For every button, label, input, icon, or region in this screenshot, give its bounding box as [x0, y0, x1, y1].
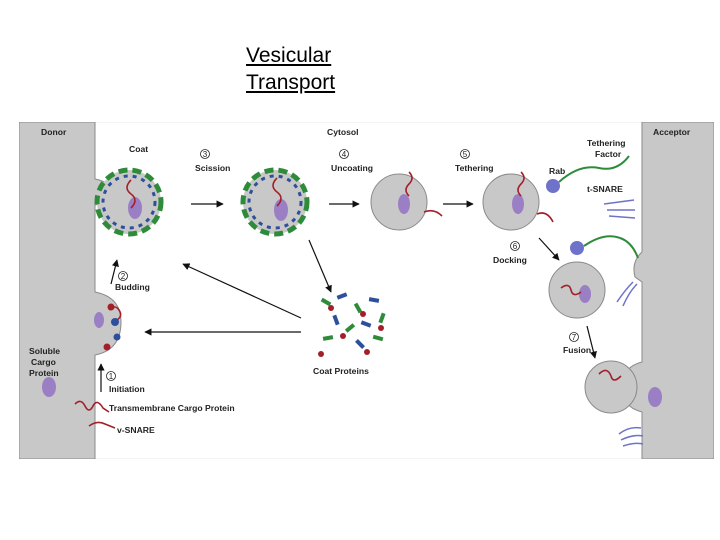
- step-2-label: Budding: [115, 282, 150, 292]
- transmembrane-cargo-label: Transmembrane Cargo Protein: [109, 403, 235, 413]
- coat-proteins-cluster: [318, 292, 386, 357]
- uncoated-vesicle: [370, 171, 443, 231]
- acceptor-label: Acceptor: [653, 127, 691, 137]
- coat-label: Coat: [129, 144, 148, 154]
- tethering-factor-label-line-2: Factor: [595, 149, 622, 159]
- arrow-coat-recycle-upper: [182, 263, 302, 319]
- tethering-factor-label-line-1: Tethering: [587, 138, 626, 148]
- step-7-label: Fusion: [563, 345, 591, 355]
- step-1-label: Initiation: [109, 384, 145, 394]
- step-6-label: Docking: [493, 255, 527, 265]
- docking-vesicle: [548, 235, 639, 319]
- soluble-cargo-protein-shape: [42, 377, 56, 397]
- cytosol-label: Cytosol: [327, 127, 359, 137]
- transmembrane-cargo-squiggle: [74, 400, 110, 413]
- step-6-number: 6: [513, 242, 518, 251]
- step-1-number: 1: [109, 372, 114, 381]
- soluble-cargo-label-line-1: Soluble: [29, 346, 60, 356]
- slide-title: Vesicular Transport: [246, 42, 335, 96]
- soluble-cargo-label-line-2: Cargo: [31, 357, 56, 367]
- step-3-number: 3: [203, 150, 208, 159]
- vesicular-transport-diagram: 1 2 3 4 5 6 7 Initiation Budding Scissio…: [19, 122, 714, 459]
- v-snare-squiggle: [88, 421, 116, 429]
- step-4-label: Uncoating: [331, 163, 373, 173]
- step-7-number: 7: [572, 333, 577, 342]
- coated-vesicle-scission: [94, 167, 164, 237]
- step-5-number: 5: [463, 150, 468, 159]
- step-2-number: 2: [121, 272, 126, 281]
- step-number-markers: [106, 149, 579, 381]
- title-line-2: Transport: [246, 71, 336, 94]
- arrow-docking: [538, 237, 560, 261]
- budding-vesicle: [94, 303, 122, 351]
- arrow-budding: [110, 259, 119, 285]
- soluble-cargo-label-line-3: Protein: [29, 368, 59, 378]
- v-snare-label: v-SNARE: [117, 425, 155, 435]
- arrow-coat-release: [308, 239, 332, 293]
- step-3-label: Scission: [195, 163, 230, 173]
- coat-proteins-label: Coat Proteins: [313, 366, 369, 376]
- coated-vesicle-uncoating: [240, 167, 310, 237]
- step-5-label: Tethering: [455, 163, 494, 173]
- donor-label: Donor: [41, 127, 67, 137]
- step-4-number: 4: [342, 150, 347, 159]
- tethering-vesicle: [482, 155, 636, 231]
- fusing-vesicle: [584, 360, 662, 447]
- rab-label: Rab: [549, 166, 565, 176]
- t-snare-label: t-SNARE: [587, 184, 623, 194]
- title-line-1: Vesicular: [246, 44, 332, 67]
- arrow-fusion: [586, 325, 597, 359]
